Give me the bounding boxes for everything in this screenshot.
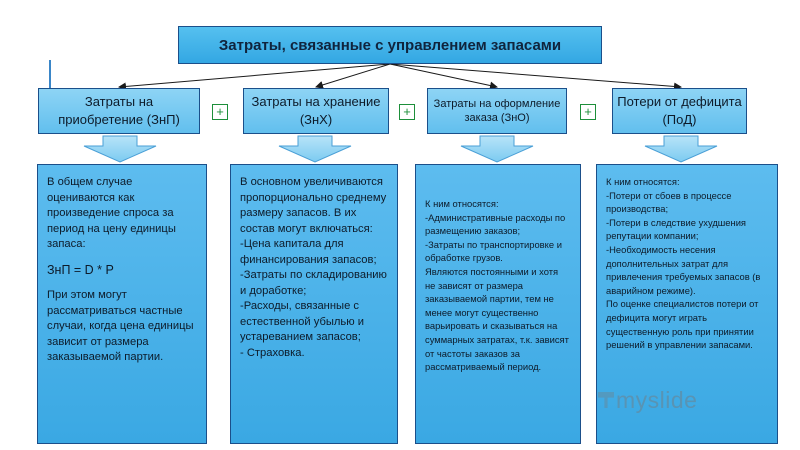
shortage-text: К ним относятся: -Потери от сбоев в проц…: [606, 176, 761, 351]
plus-sign-1: +: [212, 104, 228, 120]
down-arrow-storage: [278, 135, 352, 163]
watermark: myslide: [616, 387, 698, 413]
category-ordering: Затраты на оформление заказа (ЗнО): [427, 88, 567, 134]
category-acquisition: Затраты на приобретение (ЗнП): [38, 88, 200, 134]
category-shortage: Потери от дефицита (ПоД): [612, 88, 747, 134]
connector-acquisition: [118, 63, 391, 91]
description-ordering: К ним относятся: -Административные расхо…: [415, 164, 581, 444]
description-shortage: К ним относятся: -Потери от сбоев в проц…: [596, 164, 778, 444]
acquisition-note-text: При этом могут рассматриваться частные с…: [47, 289, 194, 363]
acquisition-intro-text: В общем случае оцениваются как произведе…: [47, 176, 176, 250]
plus-sign-3: +: [580, 104, 596, 120]
connector-storage: [315, 63, 391, 89]
acquisition-formula: ЗнП = D * P: [47, 262, 114, 277]
ordering-text: К ним относятся: -Административные расхо…: [425, 198, 569, 373]
down-arrow-acquisition: [83, 135, 157, 163]
connector-ordering: [389, 63, 498, 90]
down-arrow-shortage: [644, 135, 718, 163]
connector-shortage: [389, 63, 682, 91]
plus-sign-2: +: [399, 104, 415, 120]
description-acquisition: В общем случае оцениваются как произведе…: [37, 164, 207, 444]
down-arrow-ordering: [460, 135, 534, 163]
diagram-title: Затраты, связанные с управлением запасам…: [178, 26, 602, 64]
category-storage: Затраты на хранение (ЗнХ): [243, 88, 389, 134]
storage-text: В основном увеличиваются пропорционально…: [240, 176, 387, 359]
description-storage: В основном увеличиваются пропорционально…: [230, 164, 398, 444]
